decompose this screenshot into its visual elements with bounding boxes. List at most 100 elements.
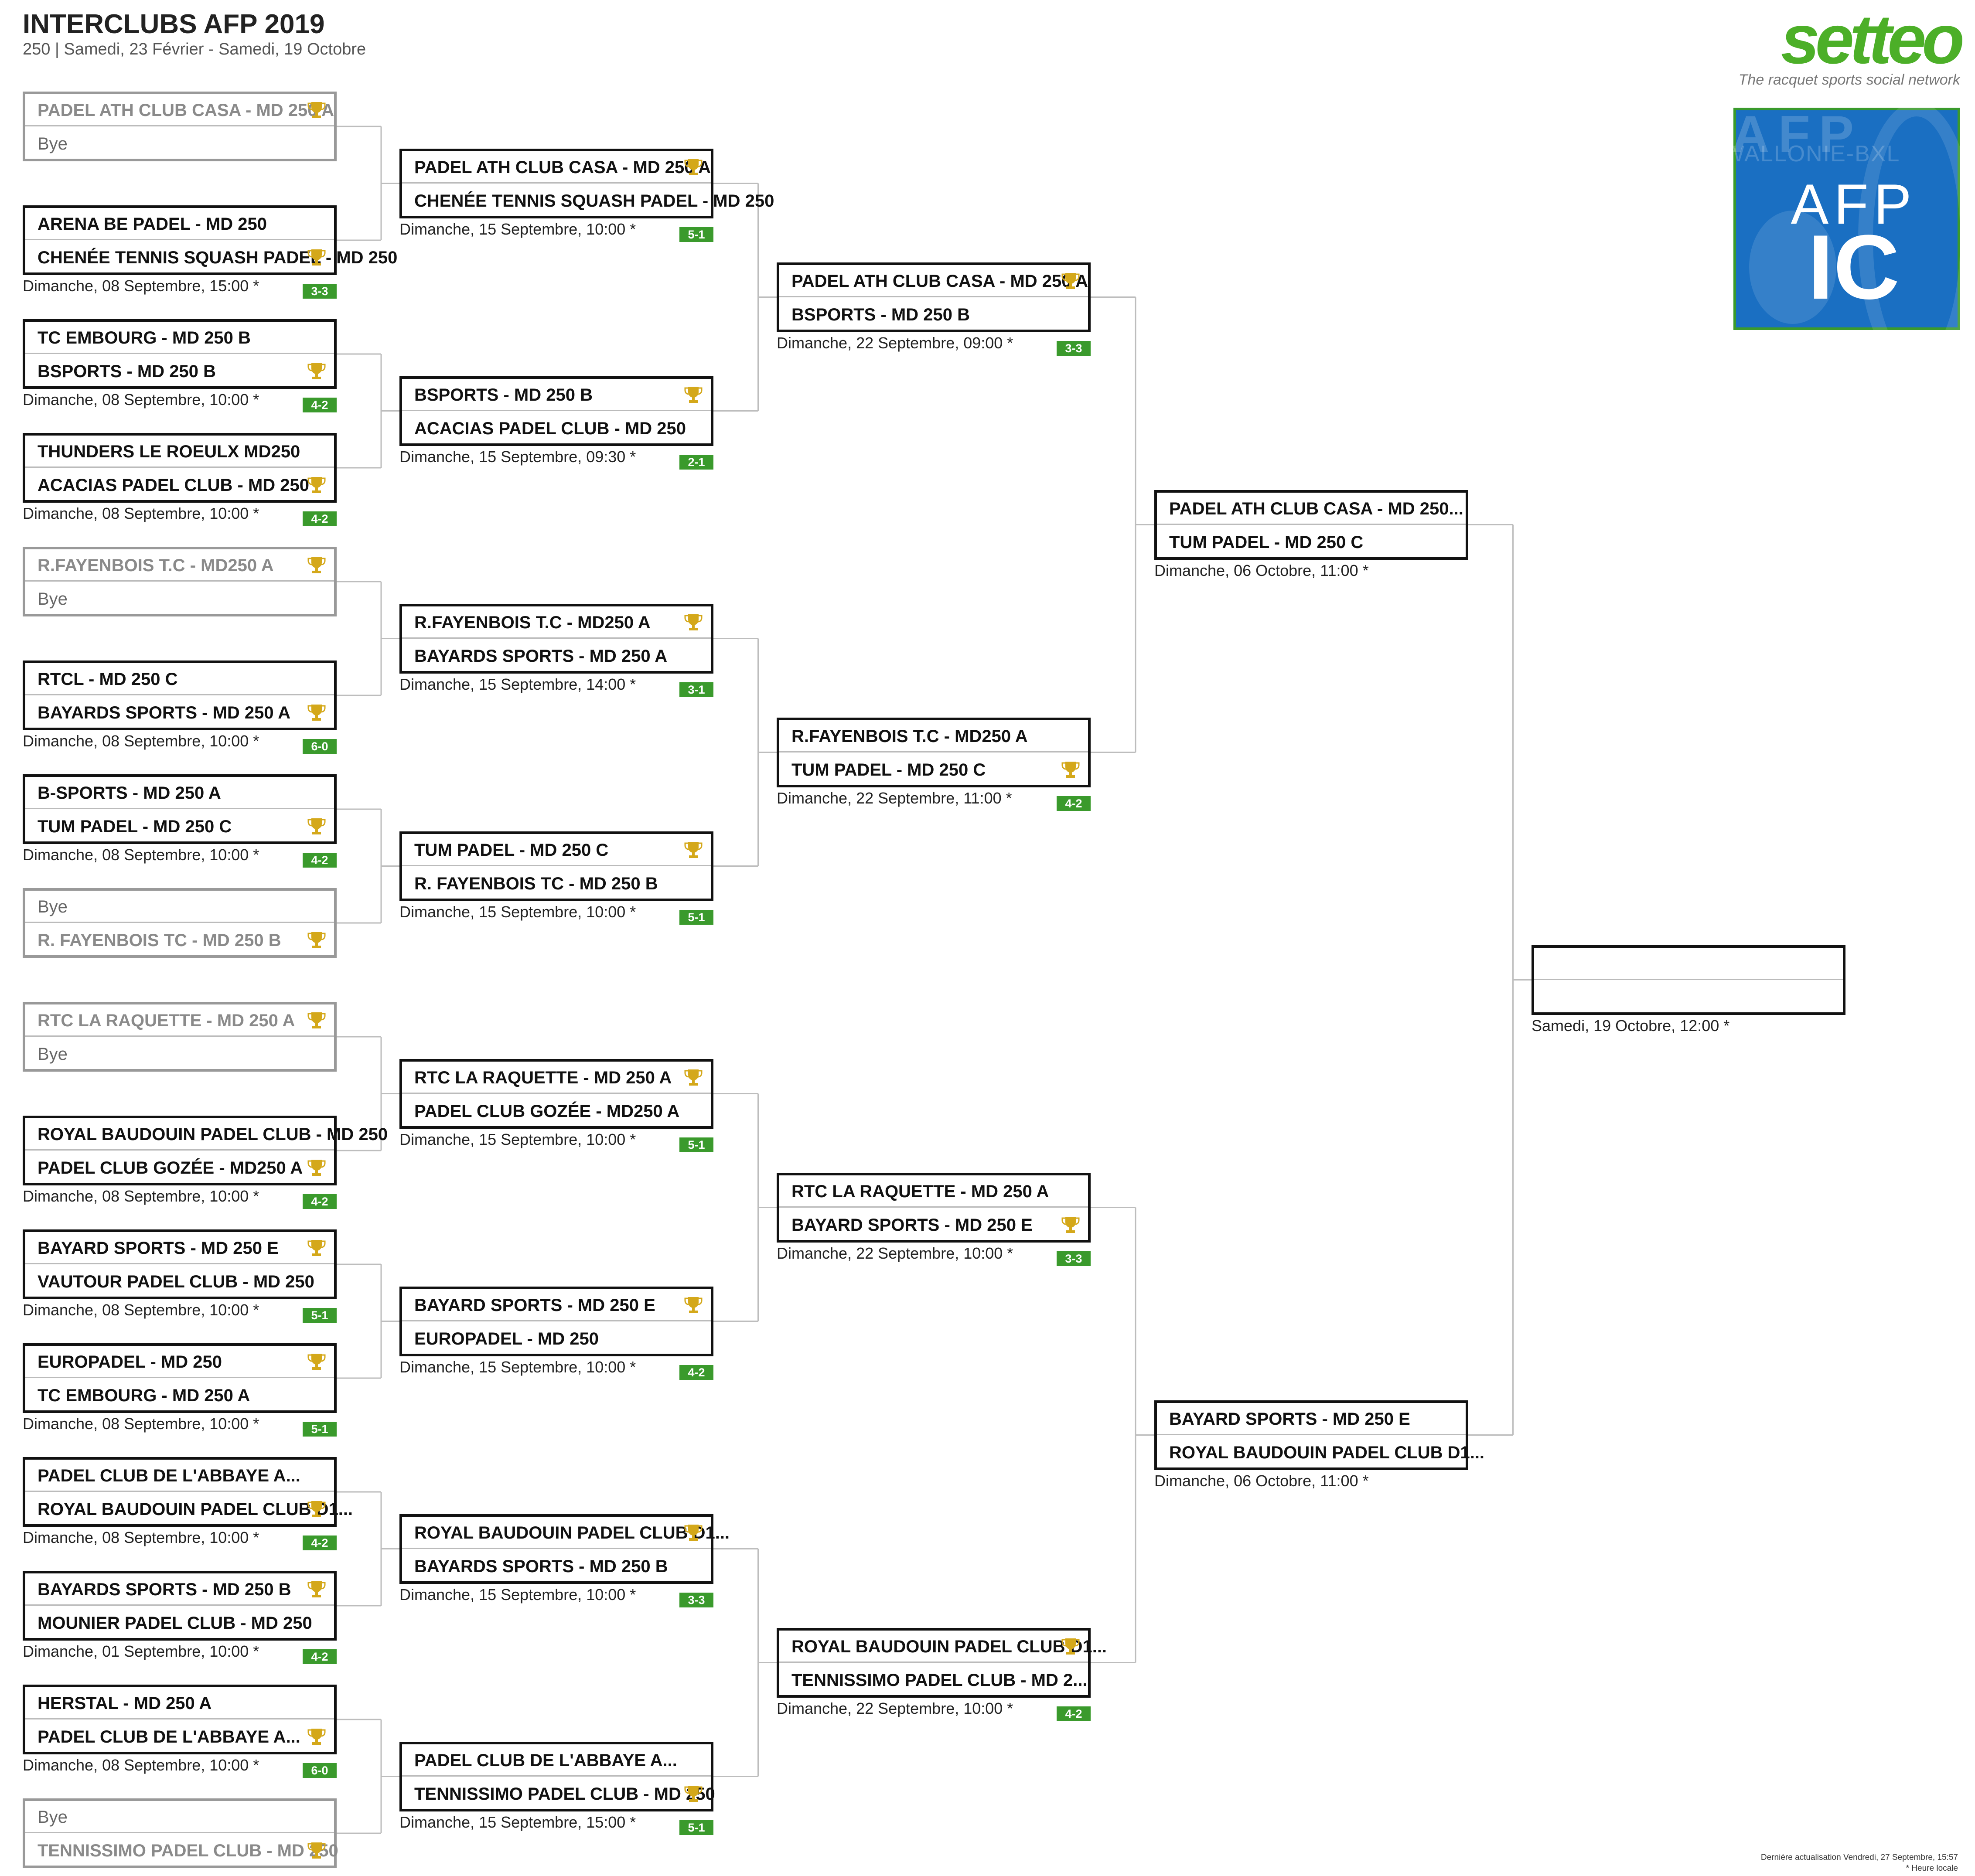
team-name[interactable]: TUM PADEL - MD 250 C xyxy=(38,817,232,836)
match-card[interactable]: BAYARD SPORTS - MD 250 E VAUTOUR PADEL CL… xyxy=(23,1229,337,1323)
match-box: PADEL CLUB DE L'ABBAYE A... ROYAL BAUDOUI… xyxy=(23,1457,353,1527)
match-card[interactable]: RTC LA RAQUETTE - MD 250 A BAYARD SPORTS … xyxy=(777,1172,1091,1266)
match-card[interactable]: R.FAYENBOIS T.C - MD250 A BAYARDS SPORTS … xyxy=(399,603,713,697)
team-name[interactable]: BAYARD SPORTS - MD 250 E xyxy=(1157,1403,1466,1435)
match-card[interactable]: PADEL ATH CLUB CASA - MD 250... TUM PADEL… xyxy=(1154,490,1468,579)
team-name[interactable]: BAYARDS SPORTS - MD 250 A xyxy=(38,703,291,722)
team-name[interactable]: CHENÉE TENNIS SQUASH PADEL - MD 250 xyxy=(414,191,774,211)
team-name[interactable]: CHENÉE TENNIS SQUASH PADEL - MD 250 xyxy=(38,248,398,267)
match-card[interactable]: TC EMBOURG - MD 250 B BSPORTS - MD 250 B D… xyxy=(23,319,337,412)
team-name[interactable]: BAYARDS SPORTS - MD 250 A xyxy=(414,646,668,666)
score-badge: 6-0 xyxy=(303,1763,337,1778)
team-name[interactable]: R. FAYENBOIS TC - MD 250 B xyxy=(414,874,658,893)
team-name[interactable]: ROYAL BAUDOUIN PADEL CLUB D1... xyxy=(38,1500,353,1519)
score-badge: 4-2 xyxy=(679,1365,713,1380)
match-card[interactable]: BAYARDS SPORTS - MD 250 B MOUNIER PADEL C… xyxy=(23,1571,337,1664)
team-name[interactable]: B-SPORTS - MD 250 A xyxy=(25,777,334,809)
match-card[interactable]: RTC LA RAQUETTE - MD 250 A PADEL CLUB GOZ… xyxy=(399,1059,713,1152)
team-name[interactable]: PADEL ATH CLUB CASA - MD 250 A xyxy=(25,94,334,126)
team-name[interactable]: RTC LA RAQUETTE - MD 250 A xyxy=(25,1004,334,1037)
trophy-icon xyxy=(307,1160,326,1176)
team-name[interactable]: THUNDERS LE ROEULX MD250 xyxy=(25,436,334,468)
team-name[interactable]: TC EMBOURG - MD 250 A xyxy=(38,1386,250,1405)
team-name[interactable]: PADEL CLUB GOZÉE - MD250 A xyxy=(38,1158,303,1178)
trophy-icon xyxy=(307,1729,326,1745)
match-card[interactable]: BAYARD SPORTS - MD 250 E EUROPADEL - MD 2… xyxy=(399,1286,713,1380)
match-box: BAYARD SPORTS - MD 250 E VAUTOUR PADEL CL… xyxy=(23,1229,337,1299)
score-badge: 4-2 xyxy=(303,853,337,868)
team-name[interactable]: HERSTAL - MD 250 A xyxy=(25,1687,334,1719)
team-name[interactable]: MOUNIER PADEL CLUB - MD 250 xyxy=(38,1614,312,1633)
team-name[interactable]: PADEL CLUB DE L'ABBAYE A... xyxy=(25,1460,334,1492)
team-name[interactable]: PADEL CLUB GOZÉE - MD250 A xyxy=(414,1101,680,1121)
match-date: Dimanche, 08 Septembre, 10:00 * xyxy=(23,391,259,409)
team-name[interactable] xyxy=(1534,948,1843,980)
team-name[interactable]: TUM PADEL - MD 250 C xyxy=(791,760,986,780)
match-card[interactable]: PADEL CLUB DE L'ABBAYE A... ROYAL BAUDOUI… xyxy=(23,1457,353,1550)
team-name[interactable]: R.FAYENBOIS T.C - MD250 A xyxy=(402,606,711,639)
team-name[interactable]: EUROPADEL - MD 250 xyxy=(414,1329,599,1348)
match-card[interactable]: Samedi, 19 Octobre, 12:00 * xyxy=(1532,945,1845,1035)
team-name[interactable]: TENNISSIMO PADEL CLUB - MD 250 xyxy=(414,1784,715,1804)
team-name[interactable]: BAYARD SPORTS - MD 250 E xyxy=(25,1232,334,1264)
match-card[interactable]: PADEL ATH CLUB CASA - MD 250 A CHENÉE TEN… xyxy=(399,148,774,242)
team-name[interactable]: TUM PADEL - MD 250 C xyxy=(1169,532,1364,552)
team-name[interactable]: ROYAL BAUDOUIN PADEL CLUB D1... xyxy=(402,1517,730,1549)
match-card[interactable]: HERSTAL - MD 250 A PADEL CLUB DE L'ABBAYE… xyxy=(23,1685,337,1778)
team-name[interactable]: BAYARDS SPORTS - MD 250 B xyxy=(414,1556,668,1576)
match-card[interactable]: BAYARD SPORTS - MD 250 E ROYAL BAUDOUIN P… xyxy=(1154,1400,1485,1490)
team-name[interactable]: PADEL ATH CLUB CASA - MD 250 A xyxy=(402,151,711,184)
team-name[interactable]: PADEL CLUB DE L'ABBAYE A... xyxy=(402,1744,711,1777)
match-card[interactable]: PADEL ATH CLUB CASA - MD 250 A BSPORTS - … xyxy=(777,262,1091,356)
match-box: TUM PADEL - MD 250 C R. FAYENBOIS TC - MD… xyxy=(399,831,713,901)
team-name[interactable]: TENNISSIMO PADEL CLUB - MD 250 xyxy=(38,1841,338,1860)
team-name[interactable]: BAYARDS SPORTS - MD 250 B xyxy=(25,1573,334,1606)
team-name[interactable]: R.FAYENBOIS T.C - MD250 A xyxy=(779,720,1088,752)
match-card[interactable]: R.FAYENBOIS T.C - MD250 A TUM PADEL - MD … xyxy=(777,717,1091,811)
match-card[interactable]: RTCL - MD 250 C BAYARDS SPORTS - MD 250 A… xyxy=(23,661,337,754)
match-card[interactable]: PADEL CLUB DE L'ABBAYE A... TENNISSIMO PA… xyxy=(399,1741,715,1835)
team-name[interactable]: BSPORTS - MD 250 B xyxy=(791,305,970,324)
team-name[interactable]: TC EMBOURG - MD 250 B xyxy=(25,322,334,354)
team-name[interactable]: R.FAYENBOIS T.C - MD250 A xyxy=(25,549,334,582)
team-name[interactable]: ROYAL BAUDOUIN PADEL CLUB - MD 250 xyxy=(25,1118,388,1151)
team-name[interactable]: BAYARD SPORTS - MD 250 E xyxy=(402,1289,711,1321)
team-name[interactable]: ROYAL BAUDOUIN PADEL CLUB D1... xyxy=(779,1631,1107,1663)
team-name[interactable]: R. FAYENBOIS TC - MD 250 B xyxy=(38,931,281,950)
team-name[interactable]: RTC LA RAQUETTE - MD 250 A xyxy=(402,1062,711,1094)
team-name[interactable]: EUROPADEL - MD 250 xyxy=(25,1346,334,1378)
team-name[interactable]: ROYAL BAUDOUIN PADEL CLUB D1... xyxy=(1169,1443,1485,1462)
match-card[interactable]: ROYAL BAUDOUIN PADEL CLUB D1... BAYARDS S… xyxy=(399,1514,730,1607)
team-name[interactable]: BSPORTS - MD 250 B xyxy=(38,362,216,381)
team-name[interactable]: BSPORTS - MD 250 B xyxy=(402,379,711,411)
team-name[interactable]: PADEL ATH CLUB CASA - MD 250 A xyxy=(779,265,1088,297)
match-card[interactable]: ROYAL BAUDOUIN PADEL CLUB D1... TENNISSIM… xyxy=(777,1627,1107,1721)
team-name[interactable] xyxy=(1534,981,1843,1014)
match-card[interactable]: BSPORTS - MD 250 B ACACIAS PADEL CLUB - M… xyxy=(399,376,713,470)
score-badge: 3-3 xyxy=(679,1592,713,1607)
team-name[interactable]: RTC LA RAQUETTE - MD 250 A xyxy=(779,1175,1088,1208)
team-name[interactable]: VAUTOUR PADEL CLUB - MD 250 xyxy=(38,1272,314,1291)
team-name[interactable]: ACACIAS PADEL CLUB - MD 250 xyxy=(414,419,686,438)
match-card[interactable]: TUM PADEL - MD 250 C R. FAYENBOIS TC - MD… xyxy=(399,831,713,925)
team-name[interactable]: ARENA BE PADEL - MD 250 xyxy=(25,208,334,240)
team-name[interactable]: PADEL ATH CLUB CASA - MD 250... xyxy=(1157,493,1466,525)
team-name[interactable]: TUM PADEL - MD 250 C xyxy=(402,834,711,866)
setteo-logo[interactable]: setteo xyxy=(1781,0,1965,78)
team-name[interactable]: RTCL - MD 250 C xyxy=(25,663,334,695)
team-name[interactable]: BAYARD SPORTS - MD 250 E xyxy=(791,1215,1033,1235)
team-name[interactable]: ACACIAS PADEL CLUB - MD 250 xyxy=(38,476,310,495)
team-name[interactable]: TENNISSIMO PADEL CLUB - MD 2... xyxy=(791,1670,1088,1690)
team-name[interactable]: PADEL CLUB DE L'ABBAYE A... xyxy=(38,1727,300,1747)
